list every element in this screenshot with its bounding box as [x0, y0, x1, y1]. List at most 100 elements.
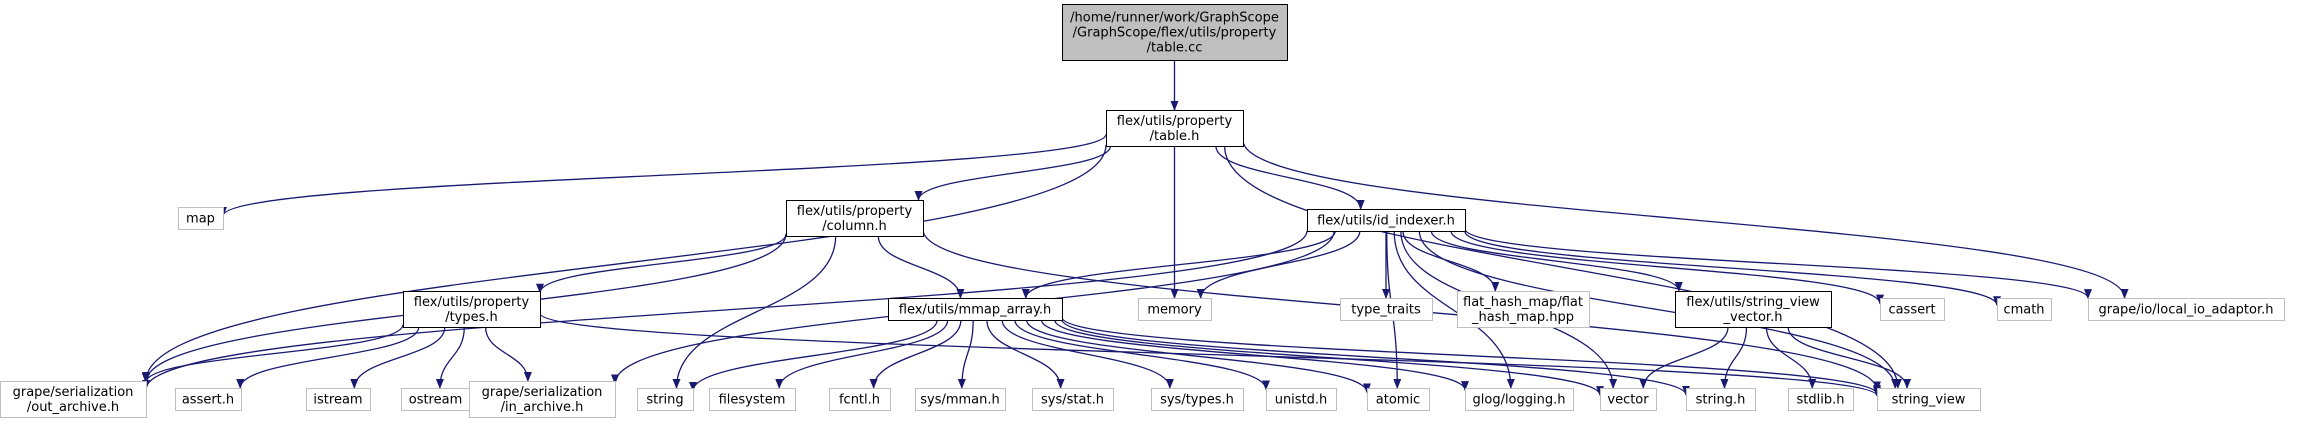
edge-table_h-to-local_io_adaptor	[1242, 140, 2129, 299]
node-label: flex/utils/property	[414, 295, 530, 310]
node-label: flex/utils/property	[797, 204, 913, 219]
edge-table_h-to-column_h	[914, 145, 1112, 201]
node-label: type_traits	[1351, 303, 1421, 318]
node-stdlib-h: stdlib.h	[1788, 388, 1854, 411]
edge-id_indexer_h-to-string_view_vector_h	[1430, 230, 1683, 292]
node-label: unistd.h	[1275, 393, 1328, 408]
node-box	[1877, 388, 1981, 411]
edge-id_indexer_h-to-flat_hash_map	[1402, 230, 1500, 292]
node-label: string	[646, 393, 683, 408]
node-box	[1880, 298, 1945, 321]
edge-mmap_array_h-to-sys_types_h	[1001, 319, 1174, 389]
node-unistd-h: unistd.h	[1266, 388, 1337, 411]
node-box	[1997, 298, 2052, 321]
node-fcntl-h: fcntl.h	[829, 388, 891, 411]
node-map: map	[178, 207, 224, 230]
node-sys-mman-h: sys/mman.h	[915, 388, 1006, 411]
edge-table_h-to-map	[219, 134, 1107, 217]
edge-mmap_array_h-to-fcntl_h	[869, 319, 962, 389]
node-label: /types.h	[445, 310, 498, 325]
node-label: /GraphScope/flex/utils/property	[1073, 26, 1277, 41]
edge-table_h-to-id_indexer_h	[1215, 145, 1365, 210]
edge-column_h-to-types_h	[536, 234, 787, 294]
node-box	[1675, 291, 1832, 328]
node-flat-hash-map: flat_hash_map/flat_hash_map.hpp	[1457, 291, 1590, 328]
edge-types_h-to-ostream	[435, 326, 465, 389]
node-label: grape/serialization	[482, 385, 603, 400]
node-id-indexer-h[interactable]: flex/utils/id_indexer.h	[1307, 209, 1466, 232]
node-box	[1307, 209, 1466, 232]
node-label: istream	[313, 393, 362, 408]
node-label: _hash_map.hpp	[1471, 310, 1574, 325]
node-box	[786, 200, 924, 237]
node-label: sys/types.h	[1160, 393, 1234, 408]
node-filesystem: filesystem	[709, 388, 796, 411]
node-label: sys/stat.h	[1041, 393, 1104, 408]
node-label: assert.h	[182, 393, 234, 408]
node-box	[1686, 388, 1756, 411]
node-ostream: ostream	[401, 388, 471, 411]
edge-id_indexer_h-to-string_view	[1418, 230, 1900, 389]
node-box	[709, 388, 796, 411]
node-mmap-array-h[interactable]: flex/utils/mmap_array.h	[888, 298, 1063, 321]
node-string-view-vector-h[interactable]: flex/utils/string_view_vector.h	[1675, 291, 1832, 328]
node-in-archive: grape/serialization/in_archive.h	[469, 381, 616, 418]
edge-types_h-to-string_view	[539, 312, 1881, 397]
edge-types_h-to-in_archive	[484, 326, 532, 382]
edge-mmap_array_h-to-string	[689, 319, 938, 392]
node-string: string	[637, 388, 694, 411]
node-label: vector	[1607, 393, 1649, 408]
node-label: flat_hash_map/flat	[1463, 295, 1583, 310]
edge-types_h-to-assert_h	[236, 326, 420, 389]
node-box	[1106, 110, 1244, 147]
edge-id_indexer_h-to-cmath	[1464, 230, 2001, 307]
node-string-h: string.h	[1686, 388, 1756, 411]
node-label: sys/mman.h	[920, 393, 1000, 408]
node-box	[0, 381, 147, 418]
node-box	[1138, 298, 1212, 321]
edge-mmap_array_h-to-atomic	[1026, 319, 1371, 394]
node-box	[175, 388, 242, 411]
node-label: cassert	[1888, 303, 1935, 318]
node-box	[1151, 388, 1244, 411]
node-label: ostream	[409, 393, 463, 408]
edge-mmap_array_h-to-filesystem	[775, 319, 949, 389]
edge-mmap_array_h-to-unistd_h	[1014, 319, 1270, 391]
node-sys-types-h: sys/types.h	[1151, 388, 1244, 411]
edge-mmap_array_h-to-sys_stat_h	[986, 319, 1065, 389]
node-box	[1032, 388, 1114, 411]
node-table-h[interactable]: flex/utils/property/table.h	[1106, 110, 1244, 147]
node-label: /out_archive.h	[27, 400, 119, 415]
edge-id_indexer_h-to-memory	[1196, 230, 1361, 299]
node-label: /in_archive.h	[501, 400, 584, 415]
node-label: /column.h	[822, 219, 887, 234]
node-cassert: cassert	[1880, 298, 1945, 321]
edge-table_h-to-string_view	[1223, 145, 1902, 389]
node-box	[1340, 298, 1433, 321]
node-box	[915, 388, 1006, 411]
node-label: flex/utils/id_indexer.h	[1317, 214, 1455, 229]
node-box	[1266, 388, 1337, 411]
node-box	[403, 291, 541, 328]
edge-id_indexer_h-to-mmap_array_h	[1021, 230, 1336, 299]
node-string-view: string_view	[1877, 388, 1981, 411]
edge-id_indexer_h-to-local_io_adaptor	[1464, 228, 2092, 300]
node-box	[1788, 388, 1854, 411]
node-types-h[interactable]: flex/utils/property/types.h	[403, 291, 541, 328]
node-label: fcntl.h	[839, 393, 880, 408]
node-box	[1367, 388, 1430, 411]
node-box	[1062, 4, 1288, 61]
node-label: grape/io/local_io_adaptor.h	[2098, 303, 2273, 318]
node-cmath: cmath	[1997, 298, 2052, 321]
node-box	[1457, 291, 1590, 328]
node-vector: vector	[1600, 388, 1657, 411]
node-label: _vector.h	[1723, 310, 1783, 325]
node-local-io-adaptor: grape/io/local_io_adaptor.h	[2088, 298, 2285, 321]
node-column-h[interactable]: flex/utils/property/column.h	[786, 200, 924, 237]
node-label: string_view	[1892, 393, 1966, 408]
node-table-cc[interactable]: /home/runner/work/GraphScope/GraphScope/…	[1062, 4, 1288, 61]
edge-string_view_vector_h-to-string_view	[1787, 326, 1912, 389]
node-box	[306, 388, 371, 411]
node-istream: istream	[306, 388, 371, 411]
